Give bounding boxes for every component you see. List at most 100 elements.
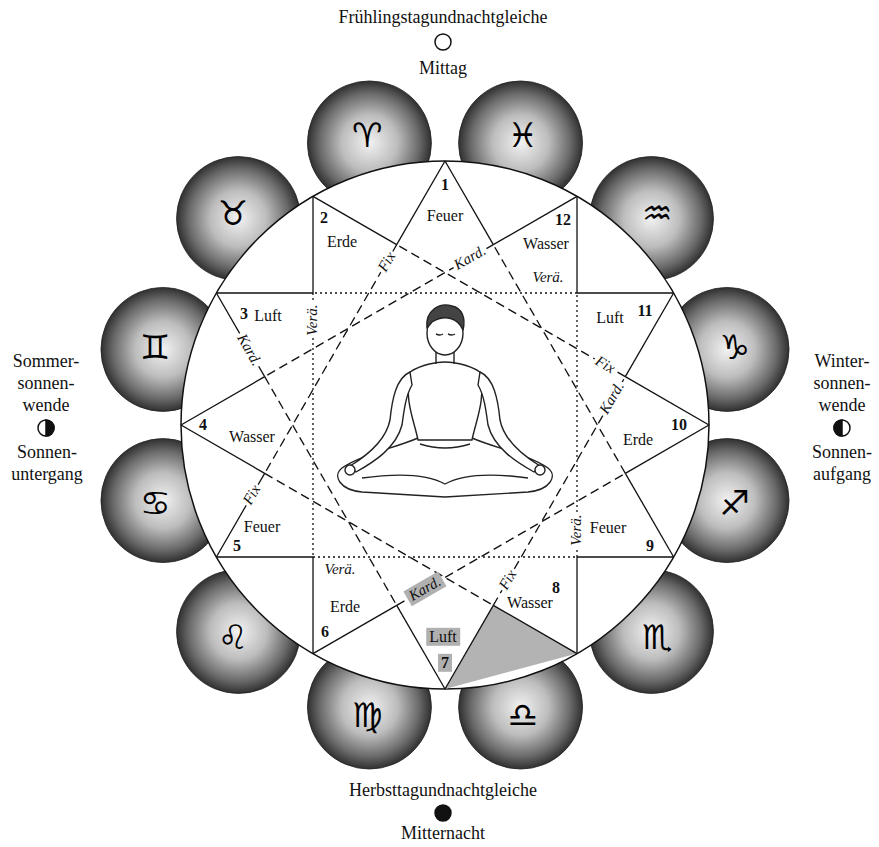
star-line bbox=[216, 473, 264, 557]
zodiac-glyph: ♍ bbox=[352, 698, 382, 732]
season-label: Frühlingstagundnachtgleiche bbox=[339, 6, 548, 28]
star-line bbox=[493, 605, 577, 653]
zodiac-glyph: ♎ bbox=[507, 698, 537, 732]
star-line bbox=[216, 292, 313, 293]
figure-part bbox=[408, 362, 482, 440]
zodiac-sign: ♒ bbox=[637, 191, 677, 235]
house-number: 1 bbox=[441, 176, 449, 194]
time-label: Sonnen- untergang bbox=[11, 441, 83, 485]
element-label: Wasser bbox=[507, 594, 553, 612]
star-line bbox=[445, 161, 493, 245]
house-number: 8 bbox=[552, 579, 560, 597]
time-label: Mittag bbox=[419, 57, 467, 79]
equinox-symbol bbox=[435, 805, 451, 821]
house-number: 11 bbox=[637, 302, 652, 320]
star-line bbox=[216, 556, 313, 557]
solstice-symbol bbox=[46, 420, 54, 436]
element-label: Erde bbox=[623, 431, 653, 449]
zodiac-glyph: ♈ bbox=[352, 118, 382, 152]
zodiac-sign: ♋ bbox=[135, 481, 175, 525]
quality-label: Verä. bbox=[304, 302, 321, 337]
house-number: 4 bbox=[199, 416, 207, 434]
element-label: Wasser bbox=[523, 235, 569, 253]
star-line bbox=[493, 245, 625, 474]
zodiac-sign: ♌ bbox=[213, 615, 253, 659]
season-label: Herbsttagundnachtgleiche bbox=[349, 779, 537, 801]
figure-part bbox=[338, 438, 553, 497]
star-line bbox=[576, 557, 577, 654]
zodiac-glyph: ♏ bbox=[642, 620, 672, 654]
house-number: 5 bbox=[233, 537, 241, 555]
zodiac-glyph: ♑ bbox=[720, 330, 750, 364]
element-label: Feuer bbox=[244, 518, 280, 536]
solstice-symbol bbox=[834, 420, 842, 436]
star-line bbox=[313, 556, 577, 557]
zodiac-sign: ♎ bbox=[502, 693, 542, 737]
solstice-symbol bbox=[834, 420, 850, 436]
zodiac-sign: ♓ bbox=[502, 113, 542, 157]
house-number: 3 bbox=[240, 305, 248, 323]
zodiac-sign: ♐ bbox=[715, 481, 755, 525]
house-number: 10 bbox=[671, 416, 687, 434]
time-label: Sonnen- aufgang bbox=[812, 441, 872, 485]
element-label: Feuer bbox=[427, 207, 463, 225]
figure-part bbox=[436, 334, 455, 335]
zodiac-sign: ♊ bbox=[135, 325, 175, 369]
zodiac-glyph: ♉ bbox=[218, 196, 248, 230]
zodiac-glyph: ♌ bbox=[218, 620, 248, 654]
figure-part bbox=[362, 475, 528, 484]
figure-part bbox=[350, 372, 412, 472]
zodiac-glyph: ♊ bbox=[140, 330, 170, 364]
element-label: Feuer bbox=[590, 519, 626, 537]
house-number: 9 bbox=[646, 537, 654, 555]
season-label: Winter- sonnen- wende bbox=[814, 350, 871, 416]
zodiac-sign: ♍ bbox=[347, 693, 387, 737]
sun-phase-symbols bbox=[38, 34, 850, 821]
star-line bbox=[577, 556, 674, 557]
element-label: Luft bbox=[596, 309, 624, 327]
star-line bbox=[313, 292, 577, 293]
star-line bbox=[312, 196, 313, 293]
element-label: Erde bbox=[330, 598, 360, 616]
solstice-symbol bbox=[38, 420, 54, 436]
star-line bbox=[445, 605, 493, 689]
star-line bbox=[312, 557, 313, 654]
star-line bbox=[625, 473, 673, 557]
meditating-figure bbox=[338, 305, 553, 497]
star-line bbox=[397, 605, 445, 689]
element-label: Luft bbox=[426, 628, 460, 646]
zodiac-sign: ♑ bbox=[715, 325, 755, 369]
figure-part bbox=[427, 305, 464, 330]
figure-part bbox=[345, 465, 355, 475]
zodiac-sign: ♏ bbox=[637, 615, 677, 659]
star-line bbox=[397, 161, 445, 245]
equinox-symbol bbox=[435, 34, 451, 50]
wheel-circle bbox=[181, 161, 709, 689]
star-line bbox=[625, 377, 709, 425]
star-line bbox=[265, 245, 397, 474]
zodiac-glyph: ♐ bbox=[720, 486, 750, 520]
house-number: 12 bbox=[555, 211, 571, 229]
star-line bbox=[397, 245, 626, 377]
house-number: 7 bbox=[438, 654, 452, 672]
star-line bbox=[577, 292, 674, 293]
figure-part bbox=[420, 444, 470, 448]
element-label: Luft bbox=[254, 307, 282, 325]
star-line bbox=[625, 293, 673, 377]
quality-label: Verä. bbox=[568, 512, 585, 547]
element-label: Wasser bbox=[229, 428, 275, 446]
figure-part bbox=[535, 465, 545, 475]
zodiac-glyph: ♒ bbox=[642, 196, 672, 230]
zodiac-glyph: ♋ bbox=[140, 486, 170, 520]
time-label: Mitternacht bbox=[401, 822, 485, 844]
star-line bbox=[576, 196, 577, 293]
zodiac-glyph: ♓ bbox=[507, 118, 537, 152]
highlight-triangle bbox=[445, 605, 577, 689]
zodiac-sign: ♈ bbox=[347, 113, 387, 157]
element-label: Erde bbox=[327, 233, 357, 251]
star-line bbox=[181, 377, 265, 425]
sphere-ring bbox=[101, 81, 789, 769]
quality-label: Verä. bbox=[322, 561, 357, 578]
house-number: 2 bbox=[320, 209, 328, 227]
